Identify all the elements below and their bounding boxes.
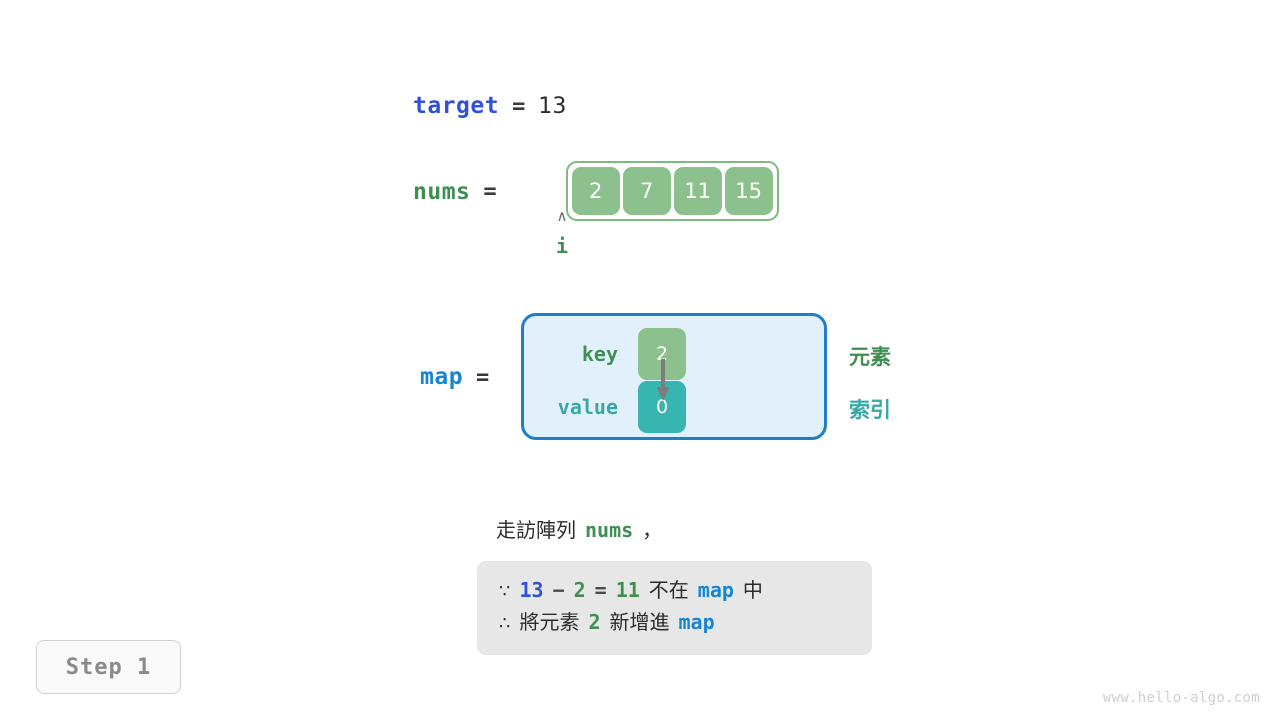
note-added-element: 2: [588, 610, 601, 634]
map-legend: 元素 索引: [849, 313, 891, 440]
nums-variable-name: nums: [413, 179, 471, 205]
array-container: 2 7 11 15: [565, 161, 779, 221]
note-line-2: ∴ 將元素 2 新增進 map: [499, 607, 850, 639]
explanation-note-box: ∵ 13 − 2 = 11 不在 map 中 ∴ 將元素 2 新增進 map: [477, 561, 872, 655]
note-code-map-2: map: [678, 610, 715, 634]
caption-comma: ，: [642, 518, 663, 542]
because-symbol-icon: ∵: [499, 581, 511, 602]
legend-element-label: 元素: [849, 345, 891, 369]
map-assignment-row: map = key 2 value 0 元素 索引: [420, 313, 891, 440]
map-value-label: value: [557, 395, 618, 419]
target-assignment-row: target = 13: [413, 93, 566, 119]
caption-code-nums: nums: [585, 518, 634, 542]
nums-assignment-row: nums = 2 7 11 15: [413, 161, 779, 221]
note-line-1: ∵ 13 − 2 = 11 不在 map 中: [499, 575, 850, 607]
array-cell: 11: [673, 167, 722, 215]
map-value-cell: 0: [638, 381, 686, 433]
array-cell: 2: [571, 167, 620, 215]
map-key-row: key 2: [524, 328, 824, 380]
map-label-wrapper: map =: [420, 364, 521, 390]
note-text-within: 中: [742, 578, 763, 602]
caption-traverse-array: 走訪陣列 nums ，: [496, 514, 662, 543]
note-operand-target: 13: [519, 578, 544, 602]
array-cell: 7: [622, 167, 671, 215]
note-text-not-in: 不在: [648, 578, 689, 602]
map-equals-sign: =: [476, 364, 490, 390]
step-badge: Step 1: [36, 640, 181, 694]
note-equals-sign: =: [594, 578, 607, 602]
pointer-caret-icon: ∧: [556, 207, 568, 225]
pointer-label-i: i: [555, 234, 569, 258]
map-variable-name: map: [420, 363, 464, 390]
target-value: 13: [538, 94, 567, 119]
watermark: www.hello-algo.com: [1102, 690, 1260, 706]
caption-text: 走訪陣列: [496, 518, 576, 542]
therefore-symbol-icon: ∴: [499, 613, 511, 634]
map-value-row: value 0: [524, 381, 824, 433]
map-container: key 2 value 0: [521, 313, 827, 440]
map-key-cell: 2: [638, 328, 686, 380]
index-pointer-group: ∧ i: [545, 208, 579, 256]
map-key-label: key: [581, 342, 618, 366]
note-operand-current: 2: [573, 578, 586, 602]
target-equals-sign: =: [512, 94, 526, 119]
legend-index-label: 索引: [849, 398, 891, 422]
nums-equals-sign: =: [483, 178, 497, 204]
note-minus-sign: −: [552, 578, 565, 602]
note-text-add-element: 將元素: [519, 610, 580, 634]
note-text-insert-into: 新增進: [609, 610, 670, 634]
target-variable-name: target: [413, 93, 500, 119]
array-cell: 15: [724, 167, 773, 215]
note-operand-complement: 11: [615, 578, 640, 602]
note-code-map: map: [697, 578, 734, 602]
